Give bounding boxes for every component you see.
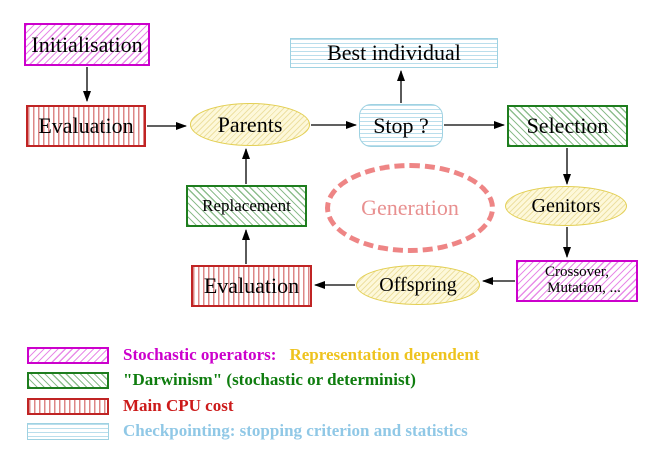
crossover-mutation-box: Crossover, Mutation, ... [516,260,638,302]
replacement-label: Replacement [202,196,291,216]
legend-row-stochastic-operators: Stochastic operators: Representation dep… [27,345,479,365]
offspring-label: Offspring [379,273,457,296]
offspring-ellipse: Offspring [356,265,480,305]
evaluation-bottom-label: Evaluation [203,273,300,299]
magenta-hatch-swatch [27,346,109,364]
genitors-label: Genitors [531,194,601,217]
selection-box: Selection [507,105,628,147]
parents-label: Parents [217,111,283,137]
evaluation-top-label: Evaluation [38,113,134,139]
genitors-ellipse: Genitors [505,186,627,226]
stop-box: Stop ? [359,104,443,147]
best-individual-label: Best individual [327,40,461,66]
selection-label: Selection [526,113,609,139]
legend-label-main-cpu-cost: Main CPU cost [123,396,234,415]
crossover-label-line1: Crossover, [545,264,609,281]
legend-label-stochastic-operators: Stochastic operators: [123,345,277,364]
legend-row-darwinism: "Darwinism" (stochastic or determinist) [27,370,416,390]
replacement-box: Replacement [186,185,307,227]
legend-label-checkpointing: Checkpointing: stopping criterion and st… [123,421,468,440]
parents-ellipse: Parents [190,103,310,146]
best-individual-box: Best individual [290,38,498,68]
evaluation-bottom-box: Evaluation [191,265,312,307]
legend-row-checkpointing: Checkpointing: stopping criterion and st… [27,421,468,441]
generation-ellipse: Generation [325,163,495,253]
red-hatch-swatch [27,397,109,415]
stop-label: Stop ? [373,112,429,138]
legend-row-main-cpu-cost: Main CPU cost [27,396,233,416]
crossover-label-line2: Mutation, ... [547,280,621,296]
green-hatch-swatch [27,371,109,389]
legend-label-darwinism: "Darwinism" (stochastic or determinist) [123,370,416,389]
cyan-hatch-swatch [27,422,109,440]
generation-label: Generation [361,195,459,221]
legend-label-representation-dependent: Representation dependent [289,345,480,364]
evaluation-top-box: Evaluation [26,105,146,147]
initialisation-box: Initialisation [24,23,150,66]
initialisation-label: Initialisation [31,31,143,57]
